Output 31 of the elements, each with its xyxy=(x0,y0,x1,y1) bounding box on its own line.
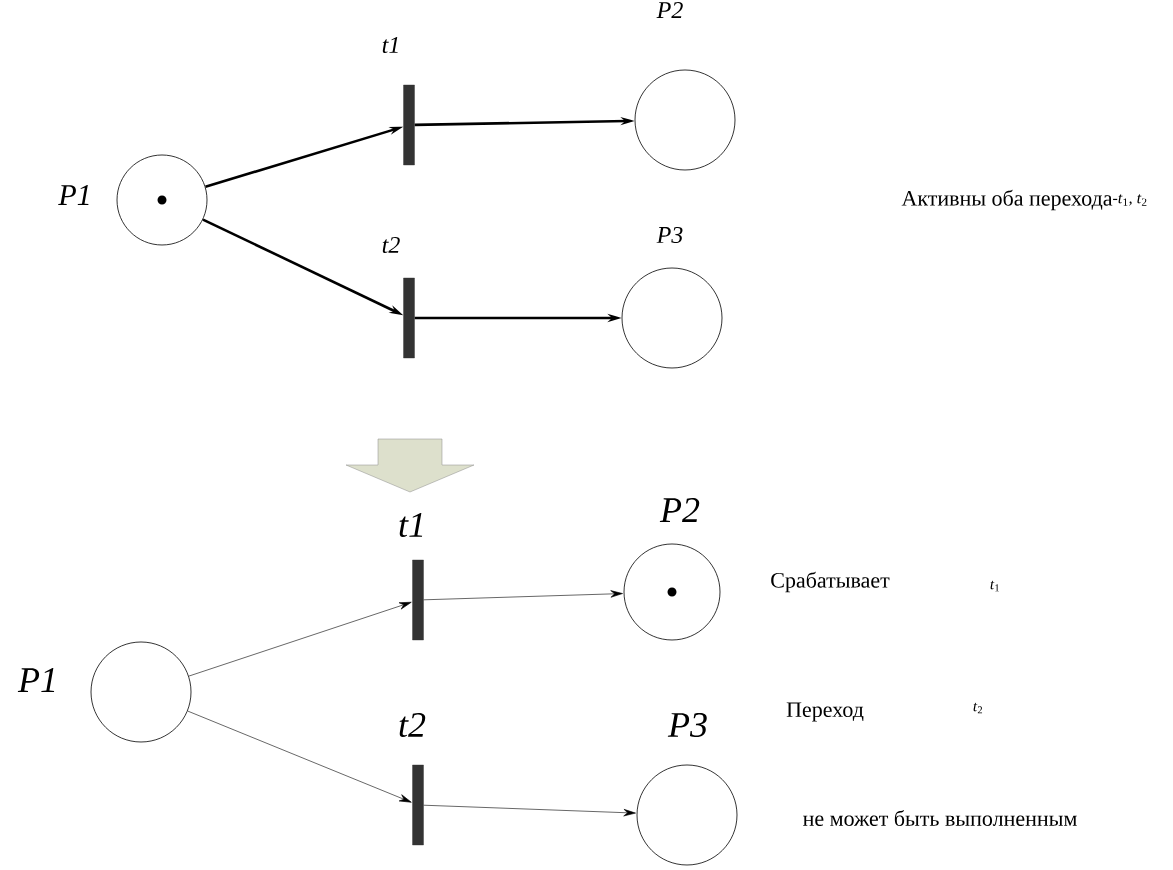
node-name: t2 xyxy=(399,712,426,738)
node-name: P1 xyxy=(58,185,89,205)
node-name: t1 xyxy=(399,512,423,538)
node-name: P3 xyxy=(656,226,683,244)
place-circle xyxy=(636,764,738,866)
place-circle xyxy=(90,641,192,743)
transition-bar xyxy=(412,764,424,846)
note-text: Активны оба перехода xyxy=(901,189,1113,211)
arrow xyxy=(188,601,412,677)
note-text: t$_{2}$ xyxy=(973,702,983,714)
transition-bar xyxy=(412,559,424,641)
node-name: t1 xyxy=(382,36,398,54)
place-circle xyxy=(116,154,208,246)
node-name: P2 xyxy=(656,2,683,18)
note-text: Переход xyxy=(786,702,864,722)
note-text: не может быть выполненным xyxy=(803,810,1077,826)
transition-bar xyxy=(403,84,415,166)
place-circle xyxy=(634,69,736,171)
note-text: t$_{1}$ xyxy=(990,580,999,592)
note-text: Срабатывает xyxy=(771,571,890,593)
node-name: t2 xyxy=(382,236,400,254)
node-name: P3 xyxy=(667,712,707,738)
arrow xyxy=(423,804,636,817)
arrow xyxy=(187,710,412,803)
arrow xyxy=(423,590,623,601)
note-text: -t$_{1}$, t$_{2}$ xyxy=(1113,194,1147,206)
place-circle xyxy=(621,267,723,369)
node-name: P2 xyxy=(659,498,700,522)
node-name: P1 xyxy=(17,668,55,692)
place-circle xyxy=(623,543,721,641)
transition-bar xyxy=(403,277,415,359)
